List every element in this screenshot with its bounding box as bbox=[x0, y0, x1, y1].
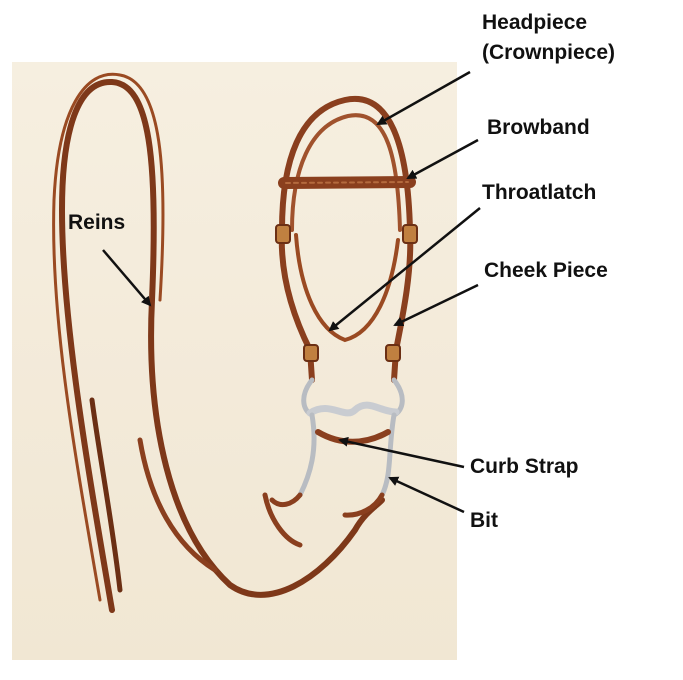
label-cheek-piece: Cheek Piece bbox=[484, 258, 608, 284]
arrow-browband bbox=[408, 140, 478, 178]
label-crownpiece: (Crownpiece) bbox=[482, 40, 615, 66]
label-curb-strap: Curb Strap bbox=[470, 454, 579, 480]
arrow-headpiece bbox=[378, 72, 470, 124]
reins-drawing bbox=[54, 74, 382, 610]
arrow-curb-strap bbox=[340, 440, 464, 467]
bit-drawing bbox=[272, 380, 402, 515]
label-throatlatch: Throatlatch bbox=[482, 180, 596, 206]
arrow-reins bbox=[103, 250, 150, 305]
arrow-bit bbox=[390, 478, 464, 512]
headstall-drawing bbox=[276, 99, 417, 380]
label-reins: Reins bbox=[68, 210, 125, 236]
label-headpiece: Headpiece bbox=[482, 10, 587, 36]
label-browband: Browband bbox=[487, 115, 590, 141]
label-bit: Bit bbox=[470, 508, 498, 534]
